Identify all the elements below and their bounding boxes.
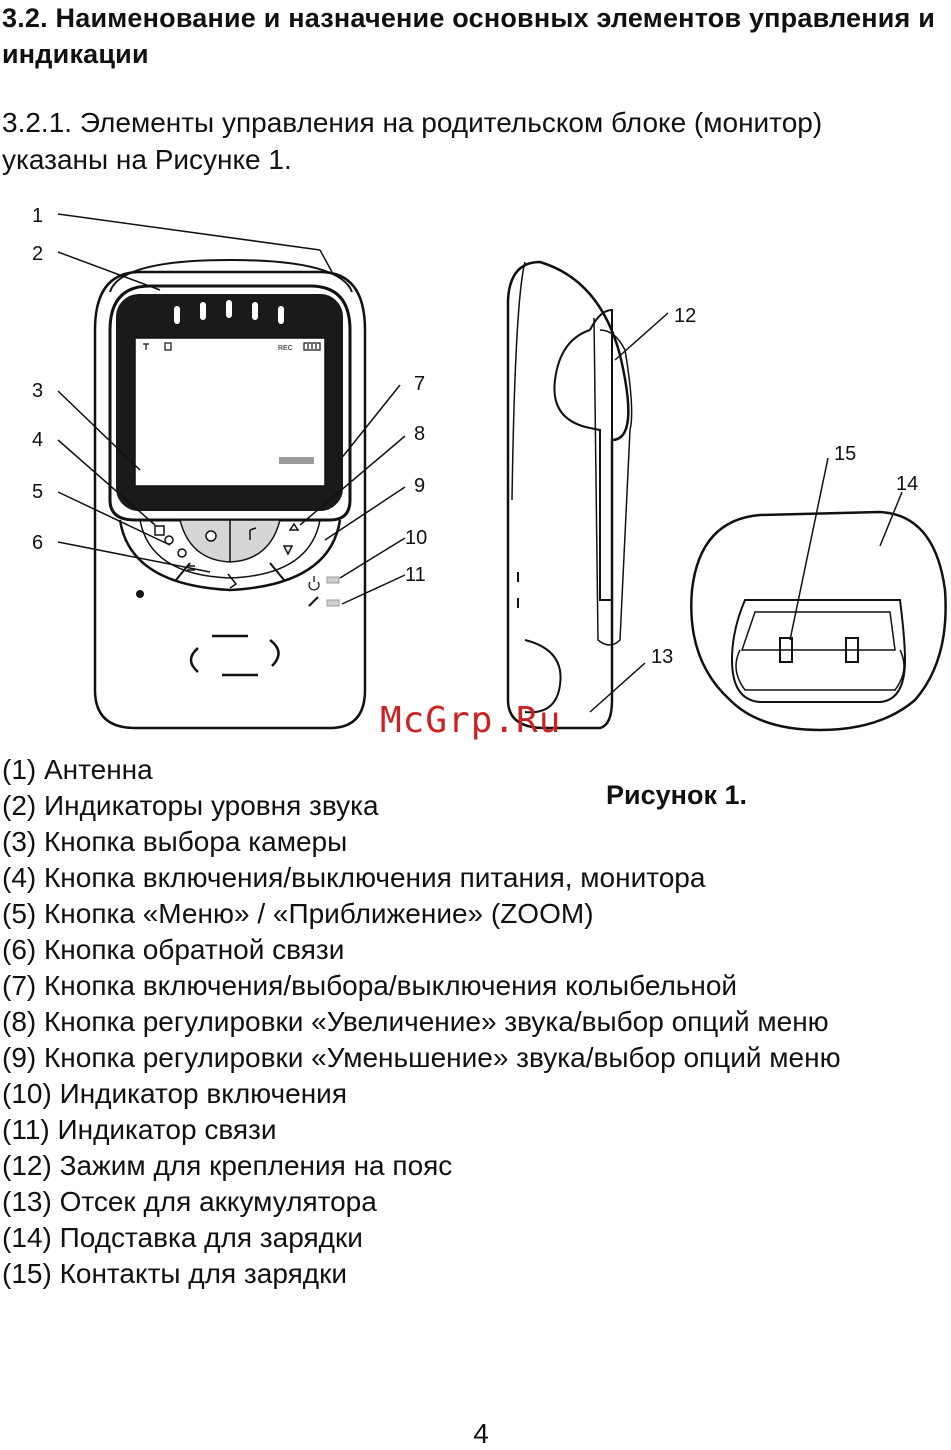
page-number: 4 bbox=[473, 1418, 489, 1449]
legend-item-4: (4) Кнопка включения/выключения питания,… bbox=[2, 862, 706, 893]
callout-15: 15 bbox=[834, 443, 856, 465]
callout-3: 3 bbox=[32, 380, 43, 402]
sound-level-indicators bbox=[174, 300, 284, 324]
callout-labels: 1 2 3 4 5 6 7 8 9 10 11 12 13 14 15 bbox=[32, 205, 918, 668]
callout-6: 6 bbox=[32, 532, 43, 554]
belt-clip bbox=[553, 308, 613, 601]
callout-5: 5 bbox=[32, 481, 43, 503]
legend-item-8: (8) Кнопка регулировки «Увеличение» звук… bbox=[2, 1006, 829, 1037]
figure-caption: Рисунок 1. bbox=[606, 780, 747, 810]
callout-12: 12 bbox=[674, 305, 696, 327]
microphone-hole bbox=[136, 590, 144, 598]
callout-14: 14 bbox=[896, 473, 918, 495]
legend-item-3: (3) Кнопка выбора камеры bbox=[2, 826, 348, 857]
legend-item-7: (7) Кнопка включения/выбора/выключения к… bbox=[2, 970, 738, 1001]
figure-1-device-diagram: REC bbox=[32, 205, 947, 732]
charging-cradle bbox=[690, 510, 947, 732]
screen-rec-label: REC bbox=[278, 345, 293, 352]
legend-item-10: (10) Индикатор включения bbox=[2, 1078, 347, 1109]
legend-list: (1) Антенна (2) Индикаторы уровня звука … bbox=[2, 752, 932, 1292]
screen-bezel bbox=[108, 284, 352, 522]
legend-item-6: (6) Кнопка обратной связи bbox=[2, 934, 345, 965]
callout-13: 13 bbox=[651, 646, 673, 668]
monitor-top-ridge bbox=[109, 258, 353, 293]
legend-item-5: (5) Кнопка «Меню» / «Приближение» (ZOOM) bbox=[2, 898, 594, 929]
legend-item-13: (13) Отсек для аккумулятора bbox=[2, 1186, 377, 1217]
cradle-slot bbox=[730, 599, 907, 703]
speaker-grille bbox=[189, 634, 280, 677]
callout-9: 9 bbox=[414, 475, 425, 497]
callout-4: 4 bbox=[32, 429, 43, 451]
button-icons bbox=[154, 522, 300, 589]
charging-contacts bbox=[779, 637, 859, 663]
battery-compartment bbox=[524, 639, 562, 714]
legend-item-1: (1) Антенна bbox=[2, 754, 153, 785]
screen-zoom-bar bbox=[279, 457, 314, 464]
legend-item-12: (12) Зажим для крепления на пояс bbox=[2, 1150, 453, 1181]
link-led bbox=[326, 599, 340, 607]
legend-item-14: (14) Подставка для зарядки bbox=[2, 1222, 363, 1253]
leader-lines bbox=[57, 213, 903, 713]
monitor-body bbox=[93, 270, 367, 730]
callout-10: 10 bbox=[405, 527, 427, 549]
watermark: McGrp.Ru bbox=[380, 700, 562, 741]
power-led bbox=[326, 576, 340, 584]
legend-item-9: (9) Кнопка регулировки «Уменьшение» звук… bbox=[2, 1042, 841, 1073]
screen-status-icons bbox=[143, 342, 321, 351]
intro-paragraph: 3.2.1. Элементы управления на родительск… bbox=[2, 107, 823, 175]
legend-item-2: (2) Индикаторы уровня звука bbox=[2, 790, 379, 821]
side-view-body bbox=[506, 260, 630, 730]
callout-7: 7 bbox=[414, 373, 425, 395]
control-pad bbox=[118, 519, 342, 592]
callout-8: 8 bbox=[414, 423, 425, 445]
legend-item-15: (15) Контакты для зарядки bbox=[2, 1258, 347, 1289]
callout-11: 11 bbox=[405, 564, 426, 586]
callout-1: 1 bbox=[32, 205, 43, 227]
callout-2: 2 bbox=[32, 243, 43, 265]
section-heading: 3.2. Наименование и назначение основных … bbox=[2, 3, 935, 69]
legend-item-11: (11) Индикатор связи bbox=[2, 1114, 277, 1145]
